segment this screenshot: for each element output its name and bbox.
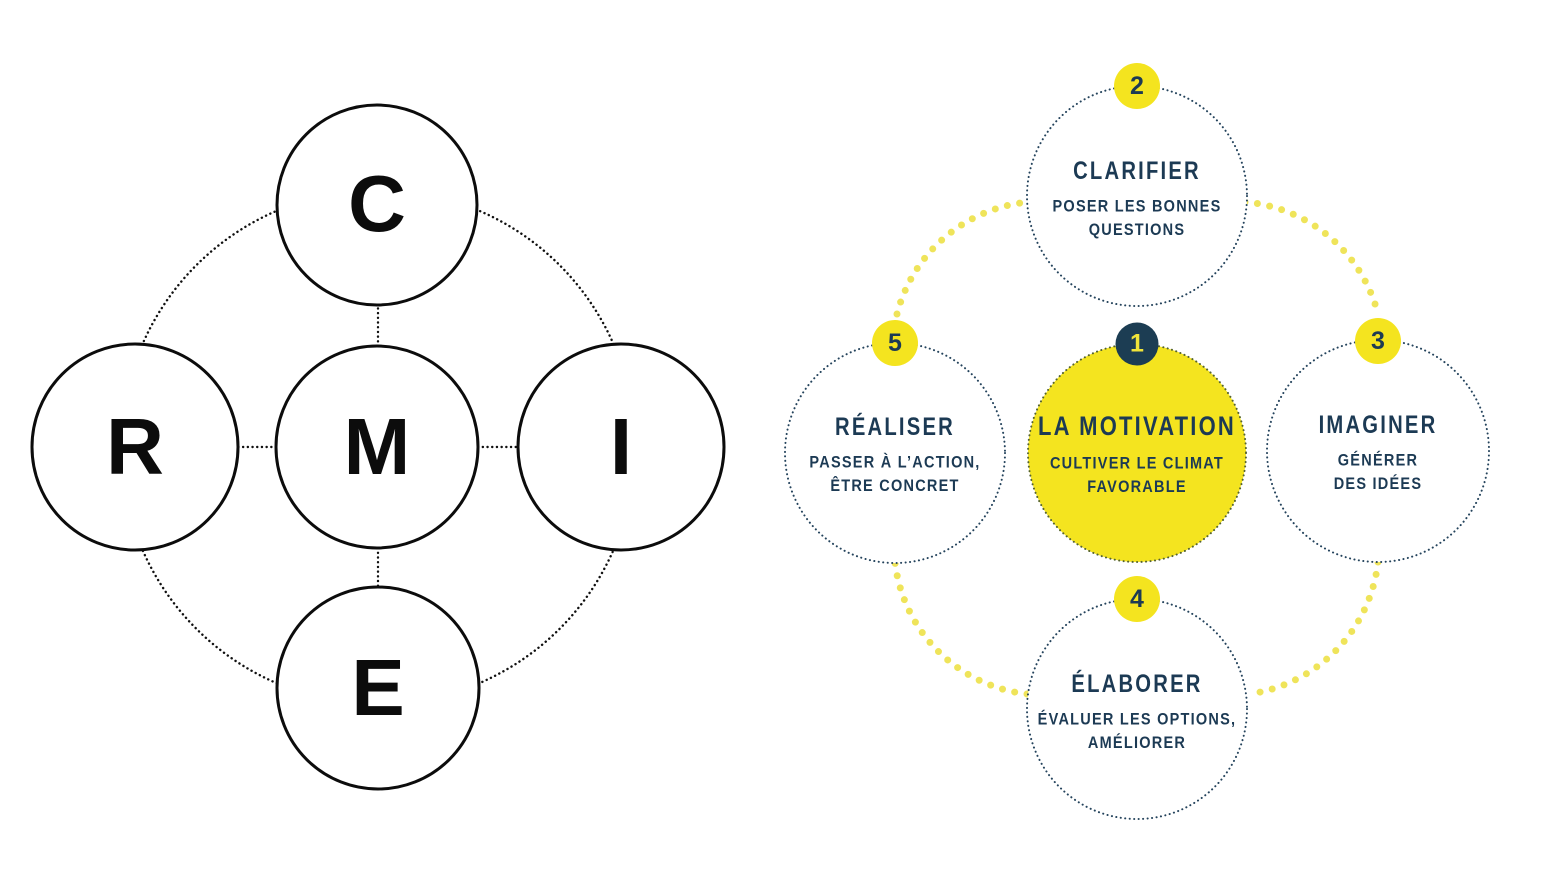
step-badge-2: 2	[1114, 63, 1160, 109]
crmie-circle-i	[516, 342, 726, 552]
step-node-imaginer: IMAGINER GÉNÉRER DES IDÉES	[1258, 410, 1498, 497]
arc-realiser-to-clarifier	[893, 198, 1033, 318]
step-subtitle: PASSER À L’ACTION, ÊTRE CONCRET	[789, 451, 1000, 499]
step-subtitle: GÉNÉRER DES IDÉES	[1272, 449, 1483, 497]
step-subtitle-line: QUESTIONS	[1088, 221, 1186, 240]
step-subtitle: POSER LES BONNES QUESTIONS	[1031, 195, 1242, 243]
crmie-circle-r	[30, 342, 240, 552]
step-subtitle-line: PASSER À L’ACTION,	[809, 453, 981, 472]
step-subtitle-line: GÉNÉRER	[1337, 451, 1419, 470]
arc-elaborer-to-realiser	[891, 558, 1031, 698]
step-title: RÉALISER	[835, 412, 955, 441]
step-title: CLARIFIER	[1073, 156, 1201, 185]
crmie-letter-r: R	[106, 401, 164, 491]
step-badge-4: 4	[1114, 576, 1160, 622]
step-title: ÉLABORER	[1071, 669, 1203, 698]
step-node-clarifier: CLARIFIER POSER LES BONNES QUESTIONS	[1017, 156, 1257, 243]
step-subtitle-line: DES IDÉES	[1333, 475, 1423, 494]
step-node-realiser: RÉALISER PASSER À L’ACTION, ÊTRE CONCRET	[775, 412, 1015, 499]
step-badge-3: 3	[1355, 318, 1401, 364]
arc-clarifier-to-imaginer	[1241, 198, 1382, 318]
step-title: IMAGINER	[1318, 410, 1438, 439]
step-badge-1: 1	[1115, 322, 1159, 366]
step-title: LA MOTIVATION	[1037, 411, 1237, 442]
step-node-elaborer: ÉLABORER ÉVALUER LES OPTIONS, AMÉLIORER	[1017, 669, 1257, 756]
step-subtitle-line: POSER LES BONNES	[1052, 197, 1222, 216]
crmie-circle-m	[274, 344, 480, 550]
crmie-letter-c: C	[348, 158, 406, 248]
step-subtitle-line: ÊTRE CONCRET	[830, 477, 960, 496]
step-subtitle-line: AMÉLIORER	[1087, 734, 1187, 753]
step-subtitle-line: ÉVALUER LES OPTIONS,	[1037, 710, 1237, 729]
step-badge-5: 5	[872, 320, 918, 366]
arc-imaginer-to-elaborer	[1245, 558, 1382, 698]
crmie-letter-m: M	[343, 401, 411, 491]
steps-circles	[784, 85, 1490, 820]
step-subtitle-line: FAVORABLE	[1087, 478, 1187, 497]
steps-yellow-arcs	[891, 198, 1382, 698]
crmie-letter-e: E	[351, 642, 405, 732]
crmie-circle-c	[275, 103, 479, 307]
step-subtitle: ÉVALUER LES OPTIONS, AMÉLIORER	[1031, 708, 1242, 756]
crmie-circle-e	[275, 585, 481, 791]
crmie-circles	[30, 103, 726, 791]
step-subtitle: CULTIVER LE CLIMAT FAVORABLE	[1031, 452, 1242, 500]
crmie-letter-i: I	[609, 401, 633, 491]
step-node-motivation: LA MOTIVATION CULTIVER LE CLIMAT FAVORAB…	[1017, 411, 1257, 500]
step-subtitle-line: CULTIVER LE CLIMAT	[1049, 454, 1225, 473]
